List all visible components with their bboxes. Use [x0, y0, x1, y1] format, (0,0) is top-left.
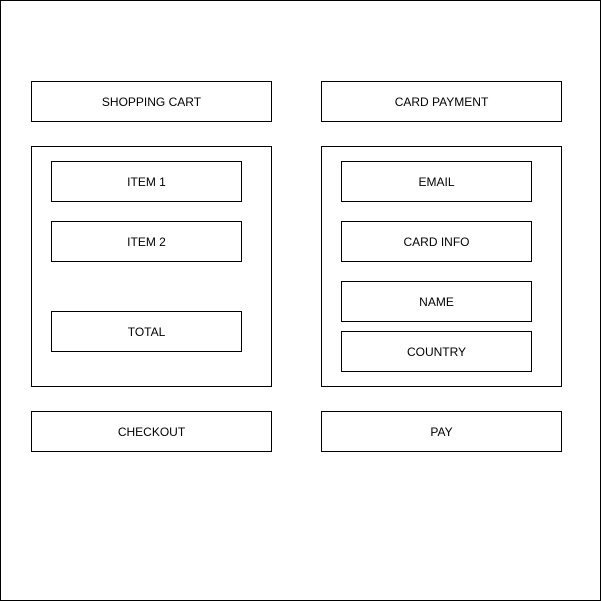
card-info-field[interactable]: CARD INFO: [341, 221, 532, 262]
card-payment-header: CARD PAYMENT: [321, 81, 562, 122]
cart-item-2: ITEM 2: [51, 221, 242, 262]
email-field[interactable]: EMAIL: [341, 161, 532, 202]
cart-total: TOTAL: [51, 311, 242, 352]
checkout-button[interactable]: CHECKOUT: [31, 411, 272, 452]
name-field[interactable]: NAME: [341, 281, 532, 322]
pay-button[interactable]: PAY: [321, 411, 562, 452]
shopping-cart-header: SHOPPING CART: [31, 81, 272, 122]
cart-item-1: ITEM 1: [51, 161, 242, 202]
country-field[interactable]: COUNTRY: [341, 331, 532, 372]
